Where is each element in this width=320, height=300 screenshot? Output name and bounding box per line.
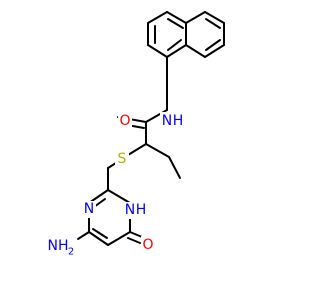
- amino-label: NH: [48, 238, 69, 254]
- bond: [167, 18, 184, 29]
- bond: [185, 44, 206, 58]
- bond: [166, 44, 187, 58]
- ring-n2-label: N: [84, 201, 94, 217]
- atom-keto-o: O: [141, 236, 155, 253]
- atom-thioether-s: S: [115, 150, 129, 167]
- atom-amide-nh: N H: [160, 112, 184, 129]
- bond: [127, 143, 147, 156]
- bond: [88, 189, 109, 204]
- thioether-s-label: S: [118, 151, 127, 167]
- bond: [92, 228, 108, 239]
- bond: [205, 39, 221, 51]
- bond: [127, 237, 141, 244]
- bond: [204, 11, 225, 24]
- atom-amino: NH 2: [38, 237, 76, 258]
- bond: [129, 231, 143, 238]
- keto-o-label: O: [142, 237, 153, 253]
- bond: [147, 44, 168, 58]
- bond: [107, 231, 131, 246]
- amide-n-label: N: [162, 113, 172, 129]
- amino-subscript: 2: [68, 247, 74, 258]
- carbonyl-o-label: O: [119, 113, 130, 129]
- amide-h-label: H: [173, 113, 184, 129]
- bond: [168, 156, 181, 179]
- atom-carbonyl-o: O: [118, 113, 132, 130]
- bond: [145, 143, 170, 158]
- bond: [107, 189, 131, 204]
- molecule-structure: N H O S N H N NH 2 O: [38, 11, 225, 258]
- ring-nh-h-label: H: [136, 202, 147, 218]
- bonds: [77, 11, 225, 246]
- atom-labels: N H O S N H N NH 2 O: [38, 112, 184, 258]
- ring-n-label: N: [125, 202, 135, 218]
- bond: [88, 231, 109, 246]
- atom-ring-n: N: [82, 201, 96, 218]
- bond: [167, 39, 182, 51]
- bond: [107, 162, 117, 169]
- bond: [166, 11, 187, 24]
- bond: [185, 11, 206, 24]
- bond: [204, 44, 225, 58]
- bond: [77, 231, 90, 240]
- bond: [147, 11, 168, 24]
- bond: [205, 18, 221, 29]
- atom-ring-nh: N H: [124, 202, 148, 219]
